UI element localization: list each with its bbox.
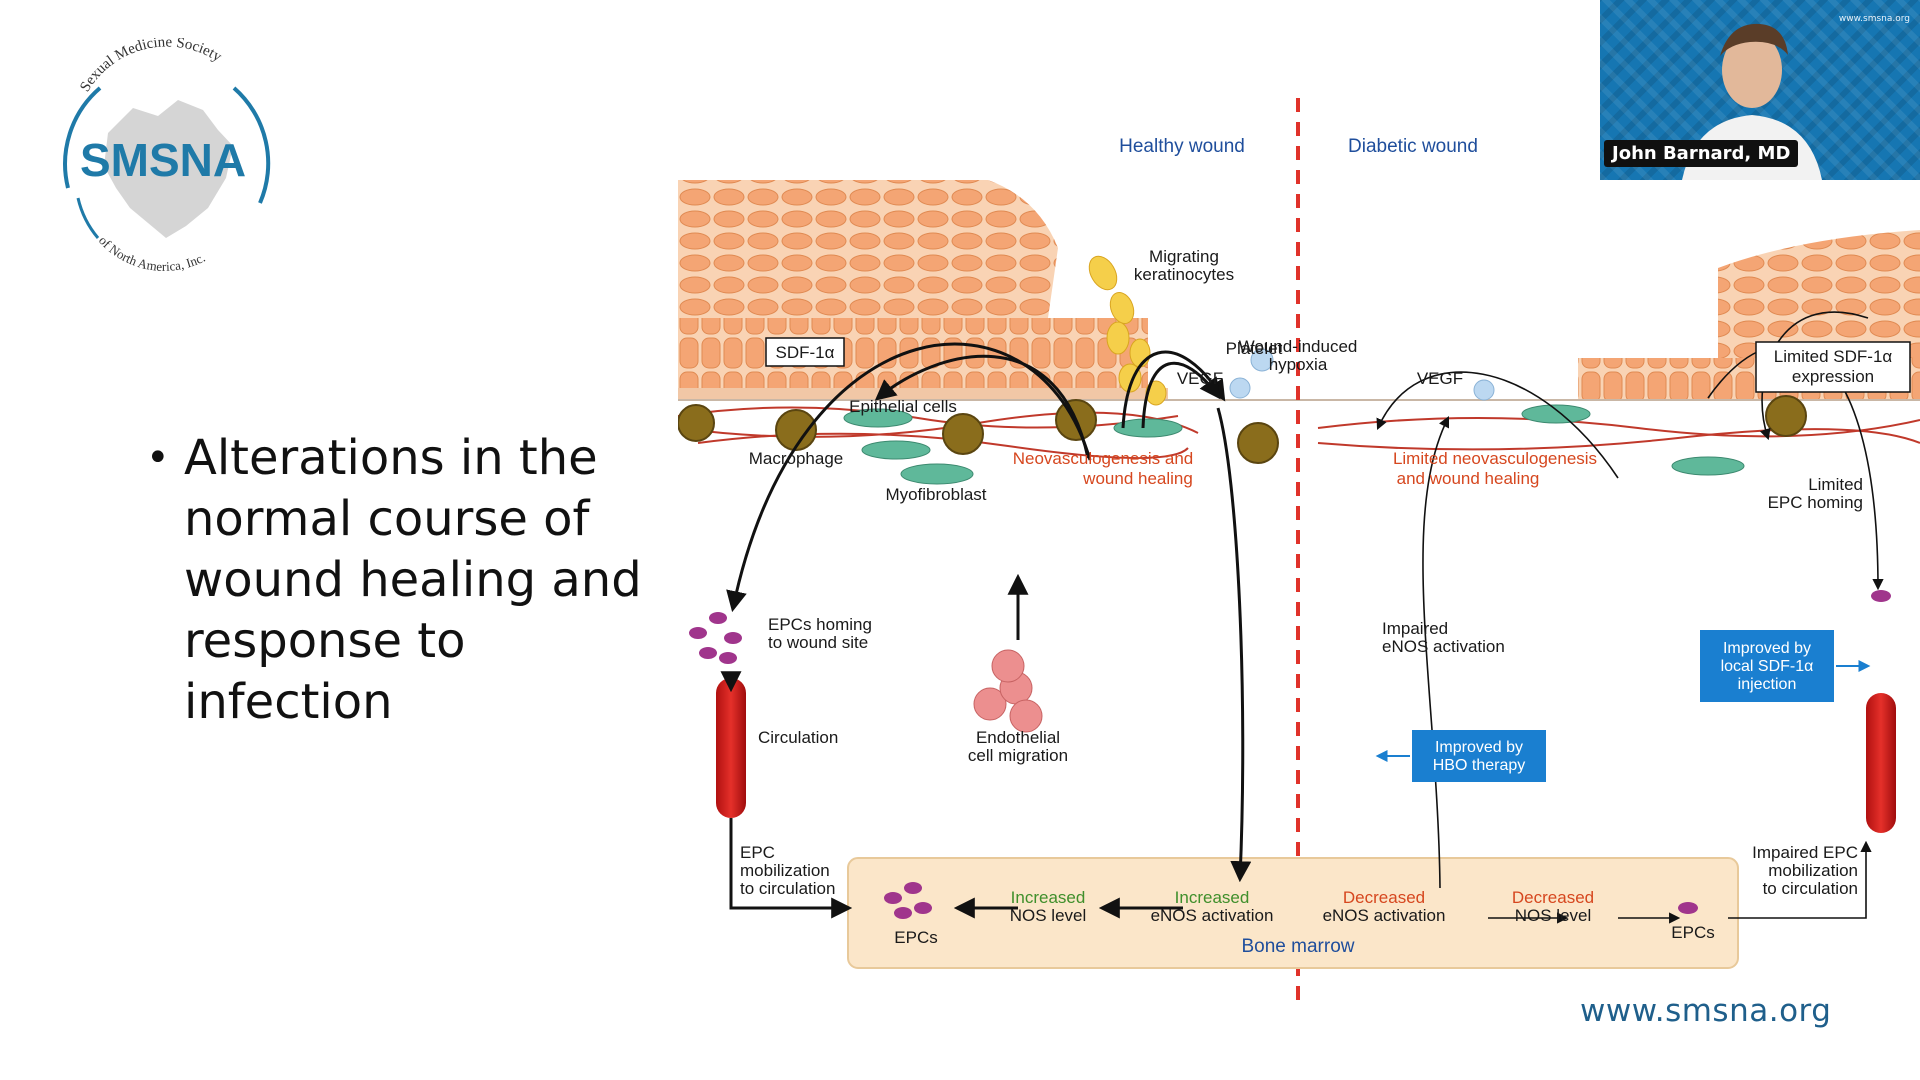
- label-epithelial: Epithelial cells: [849, 397, 957, 416]
- epcs-homing-cluster: [689, 612, 742, 664]
- label-migrating-2: keratinocytes: [1134, 265, 1234, 284]
- label-decreased-enos-2: eNOS activation: [1323, 906, 1446, 925]
- label-neovasc-1: Neovasculogenesis and: [1013, 449, 1194, 468]
- label-improved-sdf-2: local SDF-1α: [1721, 658, 1814, 675]
- label-decreased-nos-2: NOS level: [1515, 906, 1592, 925]
- label-improved-sdf-3: injection: [1738, 676, 1797, 693]
- label-limited-sdf-1: Limited SDF-1α: [1774, 347, 1893, 366]
- label-myofibroblast: Myofibroblast: [885, 485, 986, 504]
- sdf-box: [765, 337, 845, 367]
- logo-arc-top: Sexual Medicine Society: [77, 38, 224, 95]
- header-healthy: Healthy wound: [1119, 136, 1245, 157]
- platelet-cells: [1229, 348, 1495, 401]
- label-epc-mob-2: mobilization: [740, 861, 830, 880]
- label-impaired-enos-1: Impaired: [1382, 619, 1448, 638]
- label-increased-enos-2: eNOS activation: [1151, 906, 1274, 925]
- label-epcs-homing-2: to wound site: [768, 633, 868, 652]
- label-epcs-left: EPCs: [894, 928, 937, 947]
- header-diabetic: Diabetic wound: [1348, 136, 1478, 157]
- label-limited-sdf-2: expression: [1792, 367, 1874, 386]
- label-decreased-nos-1: Decreased: [1512, 888, 1594, 907]
- label-improved-hbo-1: Improved by: [1435, 739, 1523, 756]
- logo-arc-bottom: of North America, Inc.: [96, 233, 208, 274]
- bullet-dot-icon: •: [146, 435, 170, 481]
- limited-sdf-box: [1755, 341, 1911, 393]
- svg-text:of North America, Inc.: of North America, Inc.: [96, 233, 208, 274]
- label-increased-nos-2: NOS level: [1010, 906, 1087, 925]
- speaker-name-tag: John Barnard, MD: [1604, 140, 1799, 167]
- bullet-text: Alterations in the normal course of woun…: [184, 430, 642, 730]
- migrating-keratinocytes: [1088, 255, 1167, 406]
- endothelial-cells: [973, 649, 1043, 733]
- label-epcs-homing-1: EPCs homing: [768, 615, 872, 634]
- label-epc-mob-1: EPC: [740, 843, 775, 862]
- label-vegf-right: VEGF: [1417, 369, 1463, 388]
- label-improved-sdf-1: Improved by: [1723, 640, 1811, 657]
- circulation-vessel-right: [1866, 693, 1896, 833]
- label-impaired-mob-3: to circulation: [1763, 879, 1858, 898]
- label-epcs-right: EPCs: [1671, 923, 1714, 942]
- label-hypoxia-2: hypoxia: [1269, 355, 1328, 374]
- label-impaired-mob-1: Impaired EPC: [1752, 843, 1858, 862]
- improved-hbo-box: [1412, 730, 1546, 782]
- label-macrophage: Macrophage: [749, 449, 844, 468]
- label-improved-hbo-2: HBO therapy: [1433, 757, 1525, 774]
- label-neovasc-2: wound healing: [1082, 469, 1193, 488]
- epc-right-marrow: [1678, 902, 1698, 914]
- label-migrating-1: Migrating: [1149, 247, 1219, 266]
- epcs-marrow-cluster: [884, 882, 932, 919]
- north-america-map-icon: [104, 100, 233, 238]
- speaker-video-tile[interactable]: www.smsna.org John Barnard, MD: [1600, 0, 1920, 180]
- video-corner-text: www.smsna.org: [1838, 14, 1910, 24]
- label-vegf-left: VEGF: [1177, 369, 1223, 388]
- label-endothelial-2: cell migration: [968, 746, 1068, 765]
- label-decreased-enos-1: Decreased: [1343, 888, 1425, 907]
- improved-sdf-box: [1700, 630, 1834, 702]
- macrophage-cells: [678, 395, 1807, 464]
- label-limited-neovasc-2: and wound healing: [1397, 469, 1540, 488]
- label-bone-marrow: Bone marrow: [1242, 936, 1355, 957]
- wound-healing-diagram: Healthy wound Diabetic wound Migrating k…: [678, 98, 1920, 1010]
- label-sdf: SDF-1α: [776, 343, 835, 362]
- label-limited-neovasc-1: Limited neovasculogenesis: [1393, 449, 1597, 468]
- label-epc-mob-3: to circulation: [740, 879, 835, 898]
- logo-name: SMSNA: [80, 134, 246, 186]
- epc-right-homing: [1871, 590, 1891, 602]
- label-hypoxia-1: Wound-induced: [1239, 337, 1358, 356]
- circulation-vessel-left: [716, 678, 746, 818]
- smsna-logo: Sexual Medicine Society of North America…: [63, 38, 271, 274]
- label-limited-epc-2: EPC homing: [1768, 493, 1863, 512]
- label-endothelial-1: Endothelial: [976, 728, 1060, 747]
- svg-text:Sexual Medicine Society: Sexual Medicine Society: [77, 38, 224, 95]
- label-impaired-enos-2: eNOS activation: [1382, 637, 1505, 656]
- website-url: www.smsna.org: [1580, 993, 1832, 1029]
- label-circulation: Circulation: [758, 728, 838, 747]
- label-impaired-mob-2: mobilization: [1768, 861, 1858, 880]
- myofibroblast-cells: [843, 404, 1745, 485]
- label-platelet: Platelet: [1226, 339, 1283, 358]
- label-limited-epc-1: Limited: [1808, 475, 1863, 494]
- label-increased-nos-1: Increased: [1011, 888, 1086, 907]
- label-increased-enos-1: Increased: [1175, 888, 1250, 907]
